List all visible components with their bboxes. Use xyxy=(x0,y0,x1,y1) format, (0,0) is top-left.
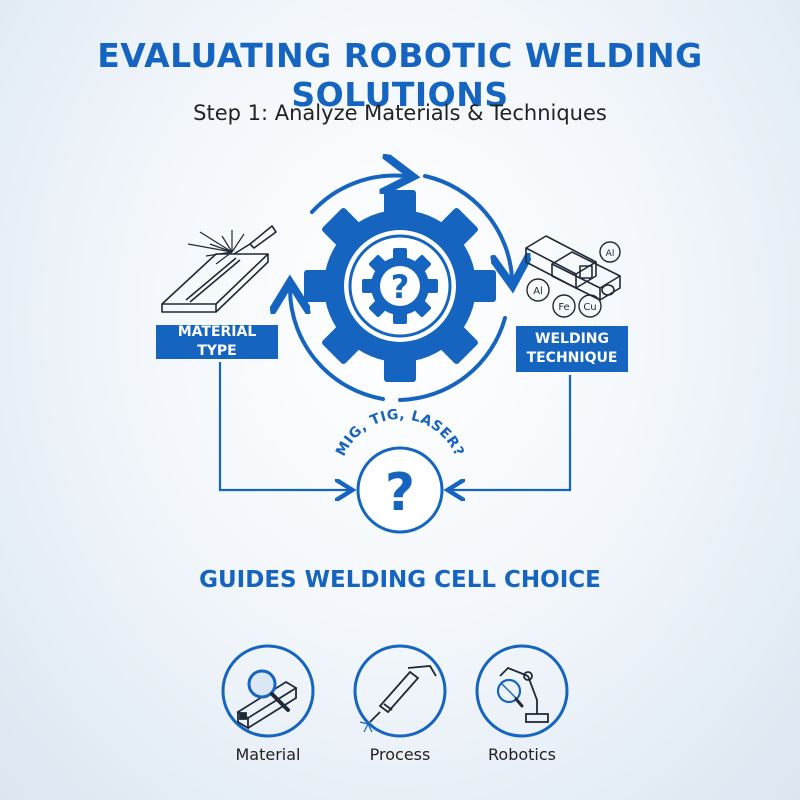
robot-arm-icon xyxy=(475,644,569,738)
element-cu: Cu xyxy=(583,302,596,313)
element-al: Al xyxy=(533,286,543,297)
welding-torch-icon xyxy=(353,644,447,738)
magnifier-beam-icon xyxy=(221,644,315,738)
page-subtitle: Step 1: Analyze Materials & Techniques xyxy=(193,101,607,125)
robotics-caption: Robotics xyxy=(488,745,556,764)
welding-technique-line1: WELDING xyxy=(535,331,609,347)
page-title: EVALUATING ROBOTIC WELDING SOLUTIONS xyxy=(97,36,703,114)
element-fe: Fe xyxy=(558,302,569,313)
guides-headline: GUIDES WELDING CELL CHOICE xyxy=(199,567,601,593)
element-al-2: Al xyxy=(606,249,615,259)
welding-technique-label: WELDING TECHNIQUE xyxy=(516,326,628,372)
element-symbols: Al Fe Cu Al xyxy=(526,241,621,318)
cycle-arrows-icon xyxy=(290,176,512,402)
svg-text:?: ? xyxy=(391,268,410,306)
process-caption: Process xyxy=(369,745,431,764)
decision-question-icon: ? xyxy=(356,446,444,534)
material-type-label: MATERIAL TYPE xyxy=(156,324,278,359)
connector-lines xyxy=(218,362,572,490)
svg-text:?: ? xyxy=(385,463,415,523)
gear-icon: ? xyxy=(304,190,496,382)
material-caption: Material xyxy=(235,745,301,764)
welding-technique-line2: TECHNIQUE xyxy=(526,350,618,366)
metal-bars-icon xyxy=(525,235,621,301)
welding-plate-icon xyxy=(161,225,277,313)
